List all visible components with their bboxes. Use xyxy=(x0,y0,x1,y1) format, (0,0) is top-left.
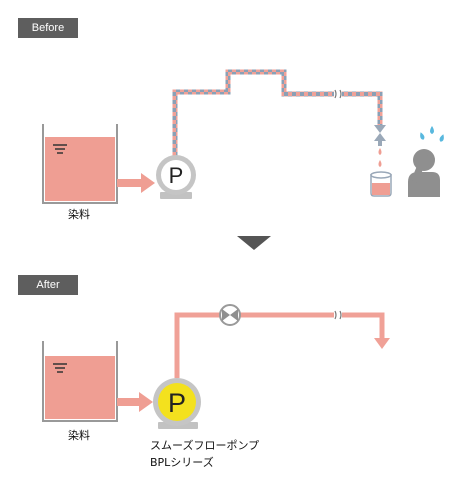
after-smooth-pipe xyxy=(174,312,385,378)
outlet-arrow xyxy=(374,338,390,349)
liquid-level-icon xyxy=(53,363,67,373)
pump-icon xyxy=(156,155,196,199)
sweat-drops-icon xyxy=(420,126,444,142)
arrow-down-icon xyxy=(237,236,271,250)
valve-icon xyxy=(219,304,241,326)
tank-label-before: 染料 xyxy=(68,208,90,221)
before-badge: Before xyxy=(18,18,78,38)
nozzle-icon xyxy=(374,125,386,146)
product-name-line2: BPLシリーズ xyxy=(150,456,214,469)
beaker-icon xyxy=(370,171,392,197)
pipe-break-icon xyxy=(334,89,342,99)
before-tank xyxy=(42,124,118,204)
before-pulsating-pipe xyxy=(172,69,383,160)
product-name-line1: スムーズフローポンプ xyxy=(150,439,260,452)
drip-drops xyxy=(378,148,382,167)
tank-label-after: 染料 xyxy=(68,429,90,442)
before-flow-arrow xyxy=(117,173,155,193)
pump-letter: P xyxy=(169,163,184,188)
liquid-level-icon xyxy=(53,144,67,154)
after-tank xyxy=(42,341,118,422)
after-badge: After xyxy=(18,275,78,295)
after-flow-arrow xyxy=(117,392,153,412)
smooth-flow-pump-icon xyxy=(153,378,201,429)
pump-letter: P xyxy=(168,388,186,418)
worried-person-icon xyxy=(408,149,440,197)
pipe-break-icon xyxy=(334,310,342,320)
